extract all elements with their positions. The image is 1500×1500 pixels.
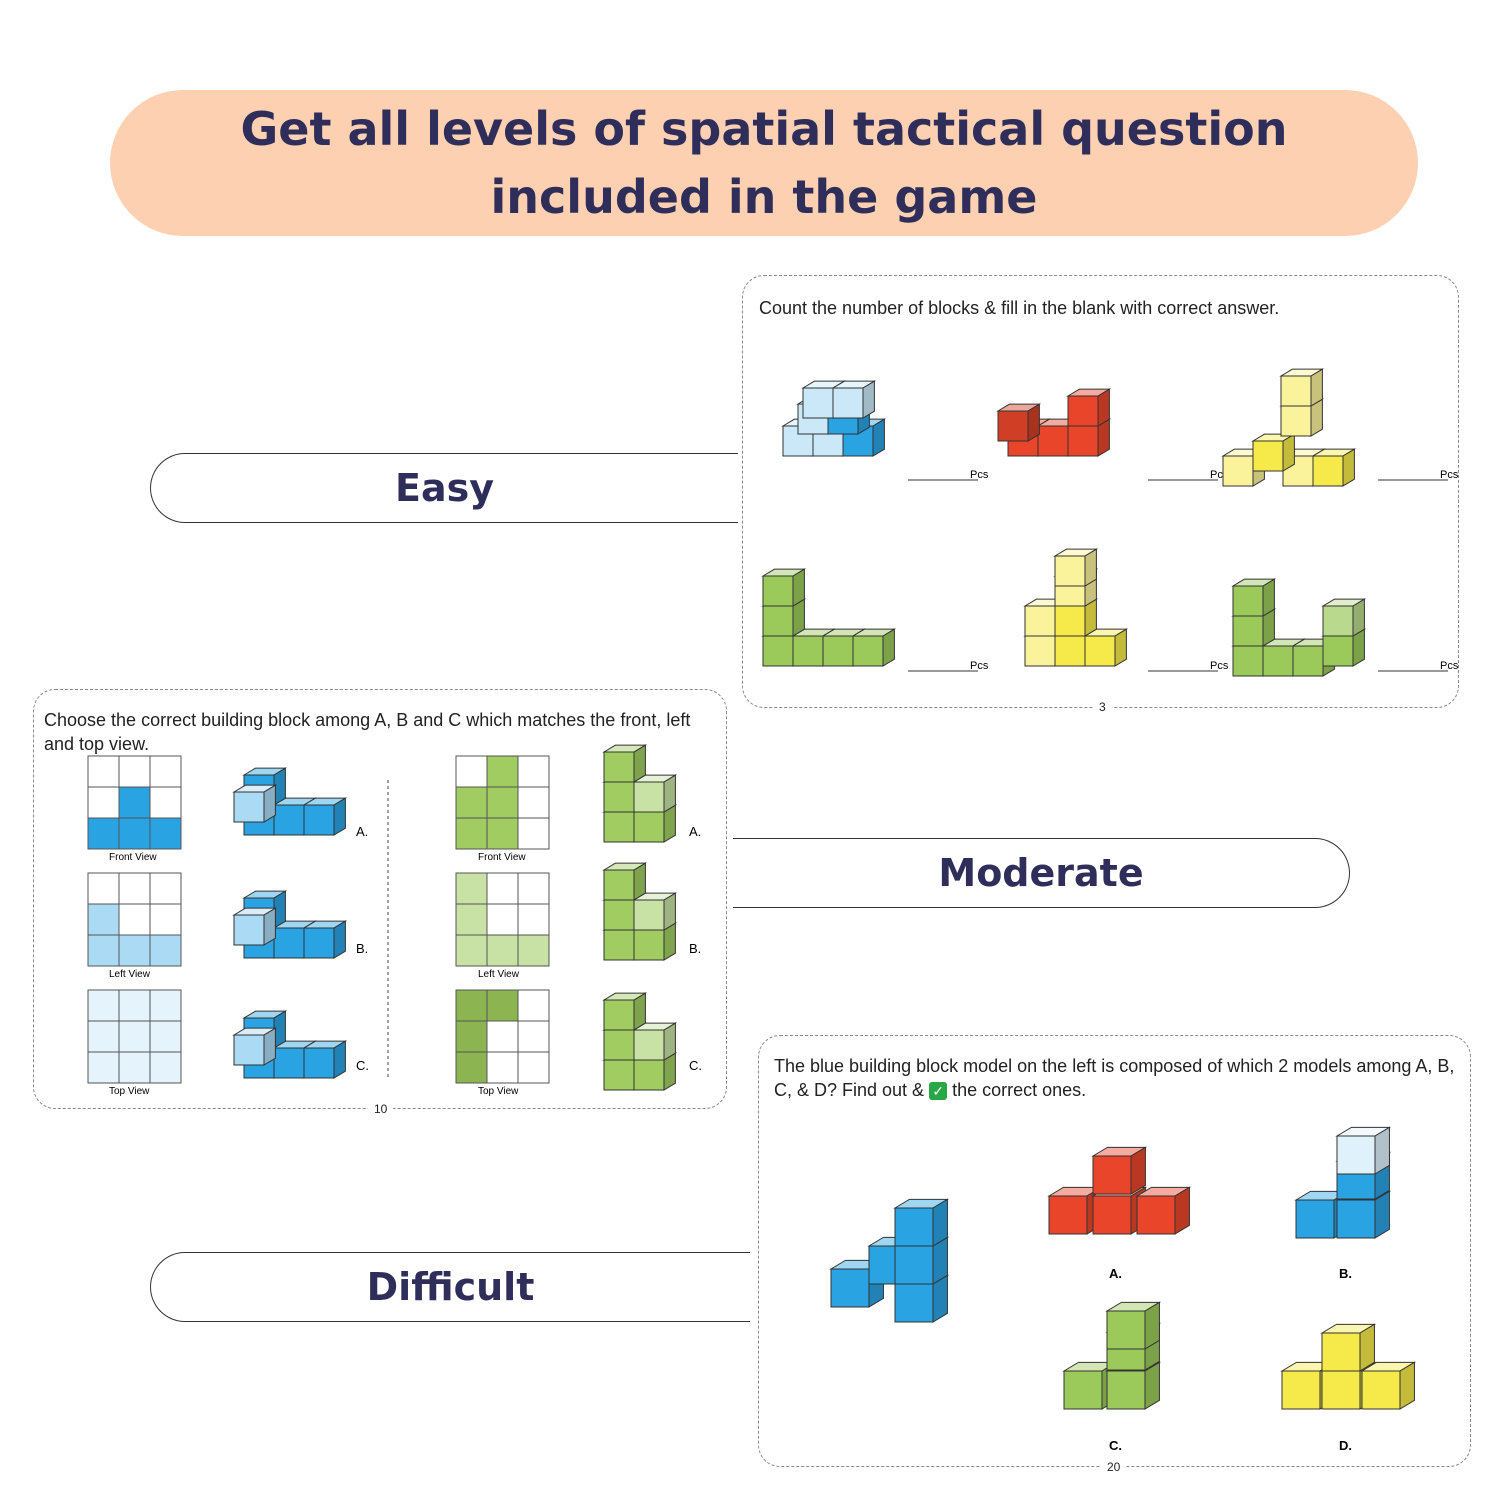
option-label-right: A.: [689, 824, 701, 839]
blue-cube: [232, 1027, 278, 1066]
easy-question-text: Count the number of blocks & fill in the…: [759, 298, 1280, 318]
moderate-question-text: Choose the correct building block among …: [44, 710, 691, 754]
blank-suffix-label: Pcs: [1210, 660, 1229, 672]
difficult-worksheet-card: The blue building block model on the lef…: [758, 1035, 1471, 1474]
view-grid-left-2: [87, 872, 182, 967]
blank-suffix-label: Pcs: [1440, 660, 1459, 672]
green-cube: [1321, 598, 1367, 637]
green-cube: [602, 992, 648, 1031]
blank-suffix-label: Pcs: [970, 660, 989, 672]
option-label-left: C.: [356, 1058, 369, 1073]
yellow-cube: [1083, 628, 1129, 667]
option-label-c: C.: [1109, 1438, 1122, 1453]
yellow-cube: [1279, 368, 1325, 407]
banner-title: Get all levels of spatial tactical quest…: [240, 102, 1288, 224]
yellow-cube: [1360, 1361, 1417, 1410]
view-caption: Top View: [109, 1086, 150, 1097]
option-label-b: B.: [1339, 1266, 1352, 1281]
level-difficult-label: Difficult: [366, 1265, 535, 1309]
green-cube: [632, 774, 678, 813]
view-grid-right-1: [455, 755, 550, 850]
easy-worksheet-card: Count the number of blocks & fill in the…: [742, 275, 1459, 714]
yellow-cube: [1279, 398, 1325, 437]
view-caption: Left View: [478, 969, 520, 980]
difficult-question-part2: the correct ones.: [952, 1080, 1087, 1100]
checkmark-icon: ✓: [929, 1082, 948, 1101]
green-cube: [602, 862, 648, 901]
green-cube: [761, 568, 807, 607]
option-label-d: D.: [1339, 1438, 1352, 1453]
green-cube: [632, 1022, 678, 1061]
view-grid-right-2: [455, 872, 550, 967]
green-cube: [1231, 578, 1277, 617]
blue-cube: [302, 920, 348, 959]
yellow-cube: [1251, 433, 1297, 472]
view-caption: Front View: [109, 852, 157, 863]
view-grid-right-3: [455, 989, 550, 1084]
red-cube: [1135, 1186, 1192, 1235]
option-label-right: C.: [689, 1058, 702, 1073]
green-cube: [1105, 1301, 1162, 1350]
view-caption: Left View: [109, 969, 151, 980]
view-caption: Front View: [478, 852, 526, 863]
option-label-left: A.: [356, 824, 368, 839]
yellow-cube: [1053, 548, 1099, 587]
view-grid-left-1: [87, 755, 182, 850]
red-cube: [1066, 388, 1112, 427]
difficult-block-figures: A. B. C. D.: [829, 1126, 1417, 1453]
level-easy-label: Easy: [395, 466, 494, 510]
moderate-view-figures: Front View Front View A. A. Left View Left Vi…: [87, 744, 702, 1097]
red-cube: [996, 403, 1042, 442]
blank-suffix-label: Pcs: [1440, 469, 1459, 481]
blue-cube: [831, 380, 877, 419]
level-easy-pill: Easy: [150, 453, 738, 523]
option-label-a: A.: [1109, 1266, 1122, 1281]
yellow-cube: [1311, 448, 1357, 487]
view-grid-left-3: [87, 989, 182, 1084]
difficult-question-part1: The blue building block model on the lef…: [774, 1056, 1455, 1100]
blue-cube: [302, 797, 348, 836]
green-cube: [851, 628, 897, 667]
blue-cube: [893, 1198, 950, 1247]
green-cube: [602, 744, 648, 783]
blue-cube: [302, 1040, 348, 1079]
green-cube: [632, 892, 678, 931]
yellow-cube: [1320, 1323, 1377, 1372]
red-cube: [1091, 1146, 1148, 1195]
option-label-left: B.: [356, 941, 368, 956]
difficult-page-number: 20: [1101, 1460, 1127, 1474]
blue-cube: [1335, 1126, 1392, 1175]
difficult-question-text: The blue building block model on the lef…: [774, 1054, 1464, 1102]
header-banner: Get all levels of spatial tactical quest…: [110, 90, 1418, 236]
level-moderate-label: Moderate: [938, 851, 1144, 895]
moderate-page-number: 10: [368, 1102, 394, 1116]
level-moderate-pill: Moderate: [733, 838, 1350, 908]
blue-cube: [232, 907, 278, 946]
view-caption: Top View: [478, 1086, 519, 1097]
blank-suffix-label: Pcs: [970, 469, 989, 481]
level-difficult-pill: Difficult: [150, 1252, 750, 1322]
easy-page-number: 3: [1093, 700, 1112, 714]
blue-cube: [232, 784, 278, 823]
moderate-worksheet-card: Choose the correct building block among …: [33, 689, 727, 1116]
option-label-right: B.: [689, 941, 701, 956]
